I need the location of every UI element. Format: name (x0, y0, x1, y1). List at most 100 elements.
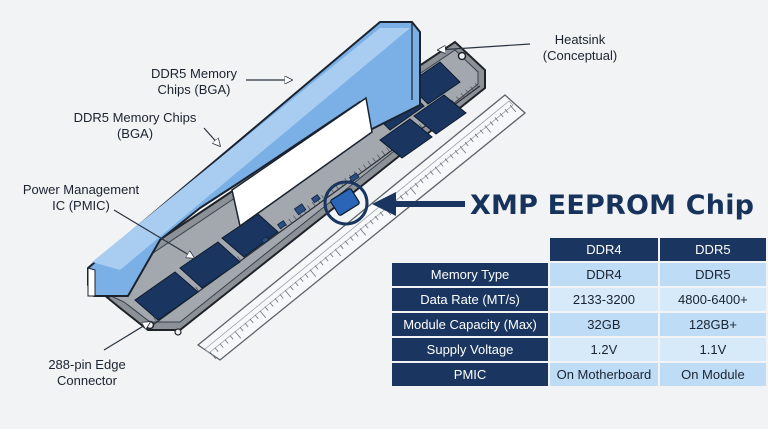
ruler-tick (209, 351, 217, 360)
ruler-tick (219, 343, 224, 348)
ruler-tick (254, 314, 259, 320)
edge-pin (288, 218, 292, 224)
label-memory-chips-top: DDR5 Memory Chips (BGA) (151, 66, 237, 97)
label-heatsink: Heatsink (Conceptual) (542, 32, 618, 63)
heatsink (87, 21, 421, 297)
edge-pin (153, 317, 157, 322)
ruler-tick (449, 154, 454, 159)
edge-pin (474, 82, 479, 88)
callout-arrows (103, 43, 531, 351)
edge-pin (195, 286, 199, 292)
ruler-tick (429, 170, 434, 175)
xmp-pointer-arrow (372, 192, 465, 216)
table-cell: 32GB (550, 313, 658, 336)
edge-pin (311, 201, 316, 207)
ruler-tick (419, 178, 424, 184)
ruler-tick (299, 277, 304, 283)
xmp-eeprom-title: XMP EEPROM Chip (470, 190, 755, 221)
column-header-ddr4: DDR4 (550, 238, 658, 261)
table-header-row: DDR4 DDR5 (392, 238, 766, 261)
ddr-comparison-table: DDR4 DDR5 Memory Type DDR4 DDR5 Data Rat… (390, 236, 768, 388)
ruler-tick (334, 248, 342, 257)
ruler-tick (289, 285, 294, 291)
edge-pin (470, 86, 474, 91)
table-cell: On Motherboard (550, 363, 658, 386)
edge-pin (376, 154, 381, 159)
ruler-tick (379, 211, 384, 217)
table-cell: 2133-3200 (550, 288, 658, 311)
xmp-eeprom-chip (323, 180, 369, 226)
ruler-tick (374, 215, 379, 221)
table-cell: 4800-6400+ (659, 288, 766, 311)
edge-pin (372, 157, 376, 163)
ruler-tick (264, 306, 269, 311)
edge-pin (418, 123, 423, 129)
row-header: Supply Voltage (392, 338, 549, 361)
label-pmic: Power Management IC (PMIC) (22, 182, 140, 213)
ruler-tick (274, 298, 279, 303)
table-corner (392, 238, 548, 261)
ruler-tick (224, 339, 229, 344)
ruler-tick (399, 195, 404, 200)
ruler-tick (229, 335, 234, 340)
ruler-tick (404, 191, 409, 196)
ruler-tick (474, 133, 479, 138)
ruler-tick (439, 162, 444, 167)
ruler-tick (244, 322, 249, 328)
ruler-tick (509, 104, 517, 113)
ruler-tick (369, 220, 374, 225)
ruler-tick (494, 117, 499, 122)
ruler-tick (434, 166, 442, 174)
edge-pin (321, 194, 325, 200)
table-cell: 1.2V (550, 338, 658, 361)
edge-pin (293, 215, 297, 220)
ruler-tick (409, 187, 417, 195)
edge-pin (386, 147, 390, 152)
ruler-tick (279, 294, 284, 299)
table-cell: DDR5 (659, 263, 766, 286)
eeprom-highlight-circle (323, 180, 369, 226)
table-cell: 1.1V (659, 338, 766, 361)
ruler-tick (414, 182, 419, 188)
ruler-tick (484, 125, 492, 133)
ruler-tick (424, 174, 429, 180)
ruler-tick (454, 150, 459, 155)
table-cell: On Module (659, 363, 766, 386)
row-header: Module Capacity (Max) (392, 313, 549, 336)
ruler-tick (269, 302, 274, 307)
row-header: Data Rate (MT/s) (392, 288, 549, 311)
ruler-tick (464, 141, 469, 147)
column-header-ddr5: DDR5 (659, 238, 766, 261)
label-memory-chips-mid: DDR5 Memory Chips (BGA) (73, 110, 197, 141)
ruler-tick (349, 236, 354, 241)
ruler-tick (284, 289, 292, 298)
ruler-tick (444, 158, 449, 163)
row-header: Memory Type (392, 263, 549, 286)
edge-pin (381, 150, 386, 156)
smd-components (260, 172, 360, 244)
mount-hole-right (457, 51, 467, 61)
edge-pin (465, 89, 469, 95)
ruler-tick (354, 232, 359, 237)
ruler-tick (309, 269, 317, 277)
edge-pin (358, 167, 362, 173)
table-row: Data Rate (MT/s) 2133-3200 4800-6400+ (392, 288, 766, 311)
ruler-tick (344, 240, 349, 245)
edge-pin (362, 164, 367, 169)
table-cell: 128GB+ (659, 313, 766, 336)
table-row: Module Capacity (Max) 32GB 128GB+ (392, 313, 766, 336)
ruler-tick (459, 145, 467, 154)
ruler-tick (479, 129, 484, 134)
label-edge-connector: 288-pin Edge Connector (48, 357, 126, 388)
ruler-tick (469, 137, 474, 143)
ruler-tick (259, 310, 267, 319)
ruler-tick (234, 331, 242, 339)
table-row: Supply Voltage 1.2V 1.1V (392, 338, 766, 361)
ruler-tick (319, 261, 324, 266)
ruler-tick (314, 265, 319, 270)
ruler-tick (499, 112, 504, 118)
ruler-tick (504, 108, 509, 114)
table-cell: DDR4 (550, 263, 658, 286)
edge-pin (237, 256, 241, 261)
